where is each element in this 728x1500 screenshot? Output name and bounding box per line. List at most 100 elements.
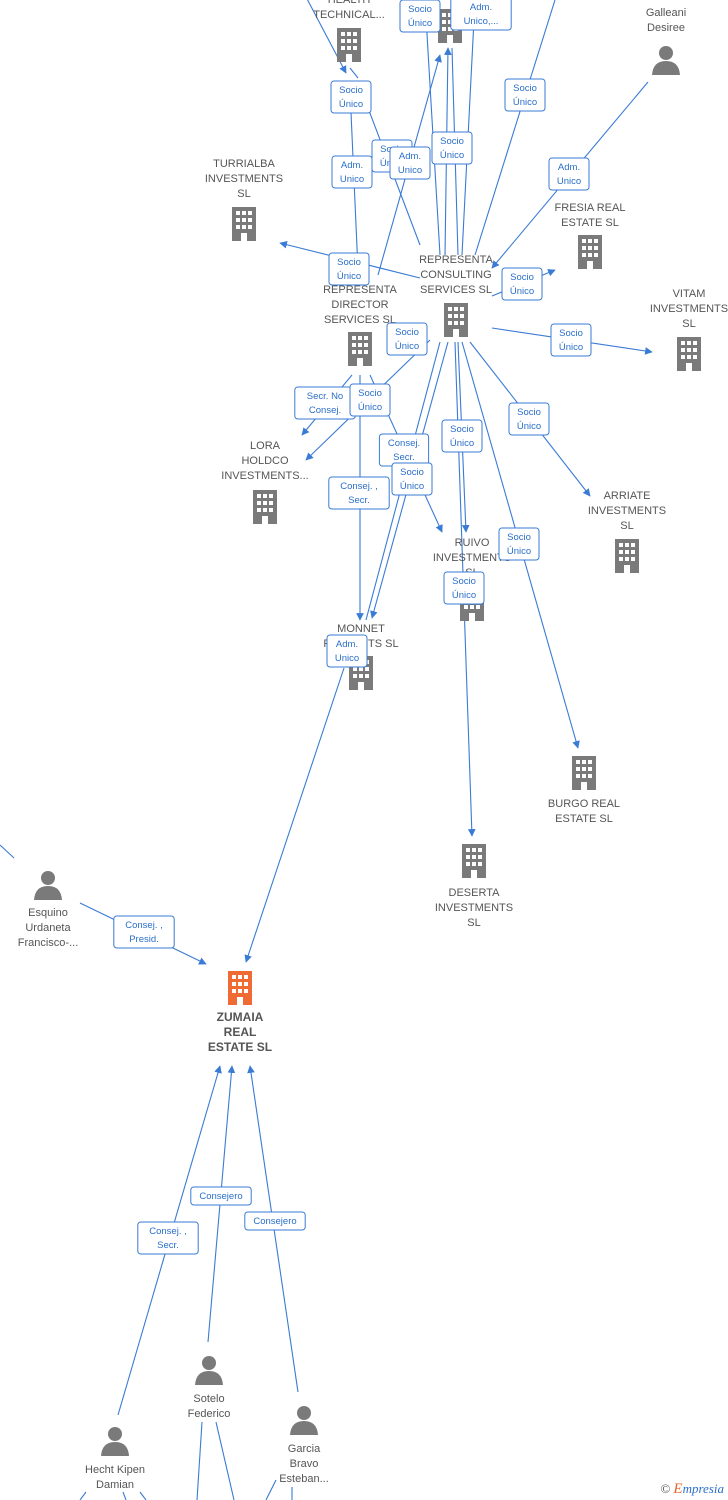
node-esquino[interactable]: EsquinoUrdanetaFrancisco-... xyxy=(18,871,79,949)
person-icon xyxy=(34,871,62,900)
edge-label-box xyxy=(349,383,391,417)
node-label: INVESTMENTS xyxy=(435,902,513,914)
edge-label[interactable]: Consej. ,Secr. xyxy=(328,476,390,510)
node-label: TECHNICAL... xyxy=(313,9,385,21)
node-label: INVESTMENTS xyxy=(588,505,666,517)
edge-label[interactable]: Consej. ,Presid. xyxy=(113,915,175,949)
edge-label-text: Único xyxy=(339,99,363,110)
edge-label-box xyxy=(441,419,483,453)
edge-label[interactable]: Consej.Secr. xyxy=(378,433,430,467)
edge-label-text: Socio xyxy=(337,257,361,268)
edge xyxy=(79,1491,87,1500)
node-label: Galleani xyxy=(646,7,686,19)
edge-label-text: Secr. xyxy=(157,1240,179,1251)
node-label: VITAM xyxy=(673,288,706,300)
edge-label-text: Único xyxy=(452,590,476,601)
edge-label-text: Único xyxy=(395,341,419,352)
edge-label-text: Consej. , xyxy=(149,1226,187,1237)
node-label: Hecht Kipen xyxy=(85,1464,145,1476)
edge-label[interactable]: Adm.Unico xyxy=(548,157,590,191)
edge-label-text: Adm. xyxy=(399,151,421,162)
person-icon xyxy=(652,46,680,75)
edge-label[interactable]: Adm.Unico,... xyxy=(450,0,512,31)
edge-label-text: Socio xyxy=(400,467,424,478)
building-icon xyxy=(228,971,252,1005)
edge-label-box xyxy=(330,80,372,114)
node-label: Sotelo xyxy=(193,1393,224,1405)
edge-label-box xyxy=(431,131,473,165)
brand-initial: E xyxy=(673,1481,683,1497)
edge-label-text: Único xyxy=(358,402,382,413)
edge xyxy=(461,0,476,256)
edge-label[interactable]: Consejero xyxy=(190,1186,252,1206)
building-icon xyxy=(677,337,701,371)
edge-label-text: Único xyxy=(400,481,424,492)
node-label: INVESTMENTS xyxy=(433,552,511,564)
edge-label-box xyxy=(550,323,592,357)
edges xyxy=(0,0,653,1500)
edge-label[interactable]: Adm.Unico xyxy=(326,634,368,668)
building-icon xyxy=(253,490,277,524)
edge-label-text: Consej. xyxy=(388,438,420,449)
node-garcia[interactable]: GarciaBravoEsteban... xyxy=(279,1406,329,1485)
edge-label-text: Socio xyxy=(452,576,476,587)
edge-label[interactable]: Adm.Unico xyxy=(389,146,431,180)
node-label: Urdaneta xyxy=(25,922,71,934)
edge-label-text: Consejero xyxy=(253,1216,296,1227)
node-label: SERVICES SL xyxy=(324,314,396,326)
edge-label[interactable]: Adm.Unico xyxy=(331,155,373,189)
node-label: INVESTMENTS xyxy=(205,173,283,185)
building-icon xyxy=(232,207,256,241)
node-lora[interactable]: LORAHOLDCOINVESTMENTS... xyxy=(221,440,309,524)
edge-label-text: Unico xyxy=(340,174,364,185)
edge-label-box xyxy=(331,155,373,189)
node-label: Desiree xyxy=(647,22,685,34)
edge-label-text: Único xyxy=(507,546,531,557)
edge-label-text: Socio xyxy=(358,388,382,399)
node-label: SL xyxy=(237,188,250,200)
edge xyxy=(139,1491,147,1500)
node-health[interactable]: HEALTHTECHNICAL... xyxy=(313,0,385,62)
edge-label[interactable]: Consej. , Secr. xyxy=(137,1221,199,1255)
edge-label[interactable]: Consejero xyxy=(244,1211,306,1231)
edge-label-text: Socio xyxy=(559,328,583,339)
node-label: BURGO REAL xyxy=(548,798,620,810)
edge-label-text: Socio xyxy=(440,136,464,147)
edge-label-text: Único xyxy=(513,97,537,108)
edge-label-box xyxy=(326,634,368,668)
node-label: ESTATE SL xyxy=(208,1040,272,1054)
node-label: CONSULTING xyxy=(420,269,491,281)
nodes: HEALTHTECHNICAL...GalleaniDesireeTURRIAL… xyxy=(18,0,728,1491)
building-icon xyxy=(337,28,361,62)
empresia-watermark: ©Empresia xyxy=(661,1481,724,1498)
edge-label-text: Único xyxy=(337,271,361,282)
